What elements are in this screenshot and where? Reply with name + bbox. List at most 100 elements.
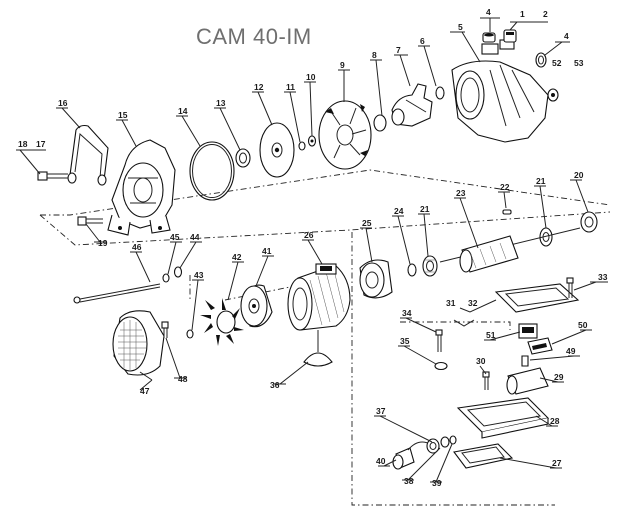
- screw-part-18: [37, 171, 68, 181]
- part-label-27: 27: [552, 458, 562, 468]
- part-label-31: 31: [446, 298, 456, 308]
- assembly-guide-line-upper: [39, 169, 611, 246]
- part-label-5: 5: [458, 22, 463, 32]
- nut-part-11: [298, 141, 306, 151]
- part-label-24: 24: [394, 206, 404, 216]
- plug-part-4-top: [482, 32, 496, 43]
- part-label-25: 25: [362, 218, 372, 228]
- washer-part-39: [449, 435, 457, 445]
- terminal-box-base-part-28: [456, 397, 550, 439]
- screw-part-19: [77, 216, 103, 226]
- part-label-48: 48: [178, 374, 188, 384]
- part-label-45: 45: [170, 232, 180, 242]
- diagram-title: CAM 40-IM: [196, 24, 312, 49]
- part-label-9: 9: [340, 60, 345, 70]
- fan-part-42: [200, 298, 244, 346]
- o-ring-part-6: [435, 86, 445, 100]
- bracket-part-50: [527, 337, 553, 355]
- plug-part-4-side: [535, 52, 547, 68]
- part-label-35: 35: [400, 336, 410, 346]
- gasket-part-35: [434, 361, 448, 371]
- fan-cover-part-47: [112, 310, 165, 376]
- part-label-39: 39: [432, 478, 442, 488]
- seal-part-38: [440, 436, 450, 448]
- plug-part-52: [547, 88, 559, 102]
- terminal-box-cover-part-32: [494, 283, 580, 313]
- part-label-34: 34: [402, 308, 412, 318]
- part-label-23: 23: [456, 188, 466, 198]
- part-label-21: 21: [536, 176, 546, 186]
- switch-part-51: [518, 323, 538, 339]
- capacitor-part-29: [506, 367, 549, 395]
- part-label-6: 6: [420, 36, 425, 46]
- part-label-16: 16: [58, 98, 68, 108]
- assembly-guide-line-lower: [351, 232, 555, 506]
- part-label-17: 17: [36, 139, 46, 149]
- bearing-part-21-right: [539, 227, 553, 247]
- cable-gland-nut-part-37: [426, 438, 440, 454]
- screw-part-48: [161, 321, 169, 338]
- ejector-part-7: [391, 83, 433, 127]
- gasket-part-27: [453, 443, 514, 469]
- seal-ring-part-20: [580, 211, 598, 233]
- tie-rod-part-46: [73, 283, 161, 304]
- part-label-13: 13: [216, 98, 226, 108]
- part-label-51: 51: [486, 330, 496, 340]
- part-label-7: 7: [396, 45, 401, 55]
- part-label-15: 15: [118, 110, 128, 120]
- part-label-30: 30: [476, 356, 486, 366]
- part-label-4: 4: [564, 31, 569, 41]
- washer-part-44: [173, 266, 183, 278]
- part-label-38: 38: [404, 476, 414, 486]
- rear-end-shield-part-41: [240, 284, 273, 328]
- part-label-37: 37: [376, 406, 386, 416]
- diffuser-part-9: [318, 100, 372, 170]
- part-label-49: 49: [566, 346, 576, 356]
- motor-flange-part-15: [107, 139, 176, 236]
- o-ring-inner-edge: [192, 144, 232, 198]
- part-label-29: 29: [554, 372, 564, 382]
- part-label-47: 47: [140, 386, 150, 396]
- washer-part-10: [307, 135, 317, 147]
- part-label-36: 36: [270, 380, 280, 390]
- part-label-52: 52: [552, 58, 562, 68]
- o-ring-part-14: [189, 141, 235, 201]
- part-label-12: 12: [254, 82, 264, 92]
- part-label-53: 53: [574, 58, 584, 68]
- bearing-part-21-left: [422, 255, 438, 277]
- part-label-33: 33: [598, 272, 608, 282]
- washer-part-24: [407, 263, 417, 277]
- plug-part-1: [503, 29, 517, 43]
- part-label-14: 14: [178, 106, 188, 116]
- assembly-guide-line-rear: [189, 275, 301, 301]
- part-label-10: 10: [306, 72, 316, 82]
- part-label-18: 18: [18, 139, 28, 149]
- screw-part-34: [435, 329, 443, 352]
- part-label-21: 21: [420, 204, 430, 214]
- leader-lines: [16, 17, 608, 483]
- rotor-shaft-part-23: [439, 227, 581, 273]
- part-label-28: 28: [550, 416, 560, 426]
- part-label-11: 11: [286, 82, 295, 92]
- capacitor-part-36: [303, 330, 333, 367]
- part-label-20: 20: [574, 170, 584, 180]
- part-label-2: 2: [543, 9, 548, 19]
- part-label-44: 44: [190, 232, 200, 242]
- part-label-22: 22: [500, 182, 510, 192]
- washer-part-45: [162, 273, 170, 283]
- pump-body-part-5: [451, 39, 549, 143]
- cable-gland-part-40: [392, 441, 431, 470]
- cable-clamp-part-49: [521, 355, 529, 367]
- impeller-part-12: [259, 122, 295, 178]
- part-label-32: 32: [468, 298, 478, 308]
- part-label-42: 42: [232, 252, 242, 262]
- part-label-43: 43: [194, 270, 204, 280]
- key-part-22: [502, 209, 512, 215]
- screw-part-33: [566, 277, 574, 298]
- part-label-8: 8: [372, 50, 377, 60]
- mechanical-seal-part-13: [235, 148, 251, 168]
- part-label-1: 1: [520, 9, 525, 19]
